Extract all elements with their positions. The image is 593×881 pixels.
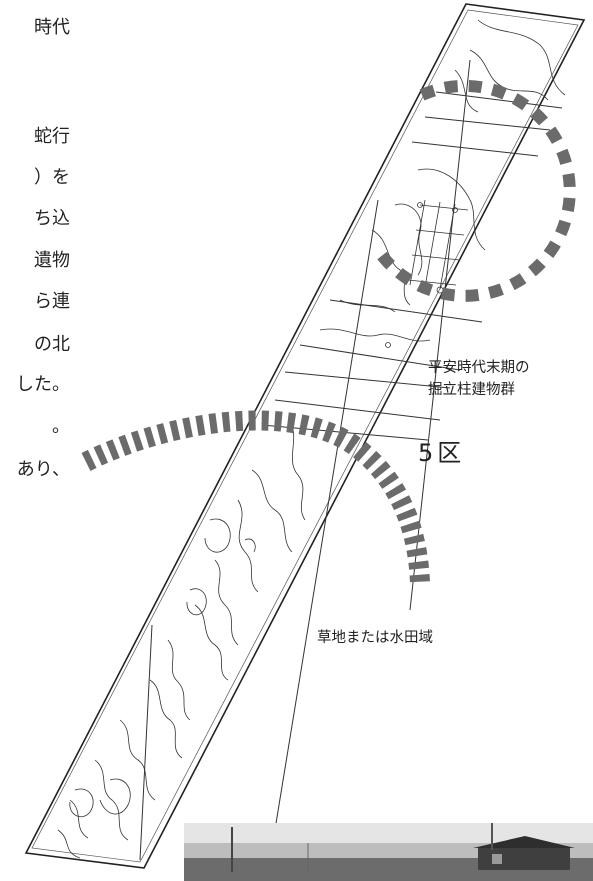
text-fragment: あり、	[16, 459, 70, 480]
text-fragment: 。	[52, 416, 70, 437]
heian-buildings-label-line2: 掘立柱建物群	[428, 382, 515, 398]
zone-label: 5区	[418, 439, 466, 467]
text-fragment: した。	[16, 374, 70, 395]
text-fragment: ）を	[34, 167, 70, 188]
text-fragment: 蛇行	[34, 126, 70, 147]
excavation-strip-outline	[24, 3, 586, 869]
feature-contours	[57, 19, 566, 859]
heian-buildings-label: 平安時代末期の 掘立柱建物群	[428, 357, 530, 401]
heian-buildings-label-line1: 平安時代末期の	[428, 360, 530, 376]
heian-building-dashed-arc	[373, 79, 576, 302]
post-hole-grid	[385, 199, 469, 348]
grassland-dashed-arc	[81, 410, 430, 584]
text-fragment: 遺物	[34, 250, 70, 271]
grass-paddy-label: 草地または水田域	[317, 630, 433, 646]
site-photograph	[184, 823, 593, 881]
text-fragment: の北	[34, 334, 70, 355]
text-fragment: ち込	[34, 208, 70, 229]
text-fragment: 時代	[34, 17, 70, 38]
excavation-strip-inner	[31, 9, 579, 863]
section-lines	[139, 59, 563, 861]
text-fragment: ら連	[34, 291, 70, 312]
